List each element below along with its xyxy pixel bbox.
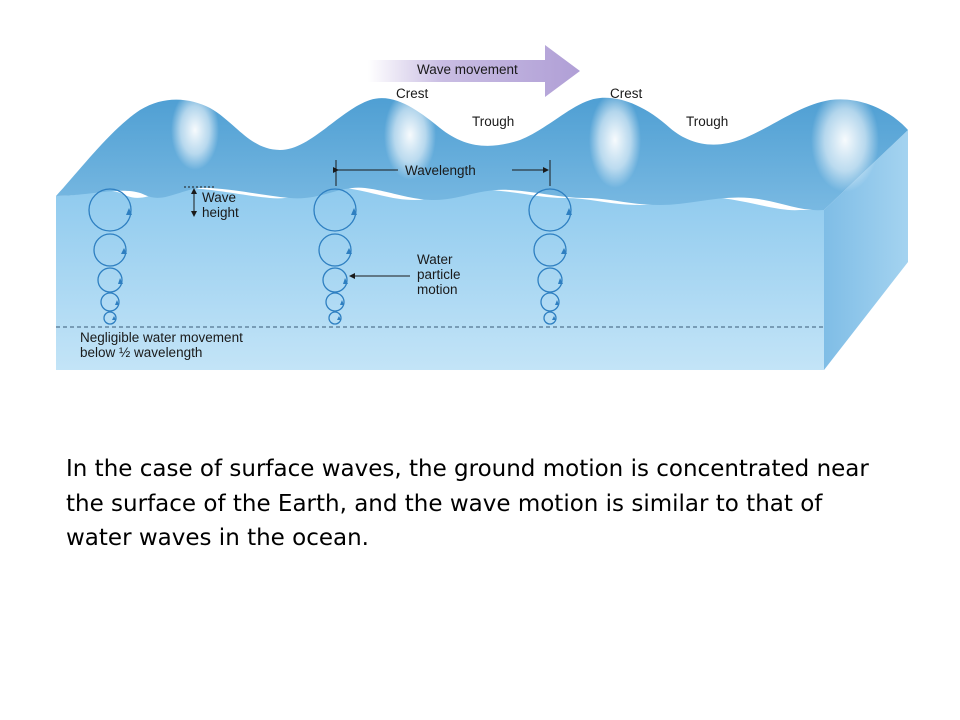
- wave-foam: [171, 88, 879, 192]
- negligible-label-2: below ½ wavelength: [80, 345, 202, 360]
- wave-diagram: Wave movement: [56, 45, 908, 370]
- orbit-arrowheads: [112, 208, 572, 320]
- orbit-column-3: [528, 188, 572, 325]
- wave-movement-label: Wave movement: [417, 62, 518, 77]
- particle-label-2: particle: [417, 267, 461, 282]
- crest-label-1: Crest: [396, 86, 429, 101]
- wavelength-label: Wavelength: [405, 163, 476, 178]
- wave-surface: [56, 97, 908, 211]
- wave-height-label-1: Wave: [202, 190, 236, 205]
- trough-label-2: Trough: [686, 114, 728, 129]
- water-front-face: [56, 187, 824, 370]
- trough-label-1: Trough: [472, 114, 514, 129]
- caption-text: In the case of surface waves, the ground…: [66, 456, 869, 551]
- wave-height-label-2: height: [202, 205, 239, 220]
- orbit-column-2: [313, 188, 357, 325]
- orbit-column-1: [88, 188, 132, 325]
- particle-label-1: Water: [417, 252, 453, 267]
- particle-label-3: motion: [417, 282, 458, 297]
- wavelength-dimension: [333, 160, 551, 186]
- wave-movement-arrow: Wave movement: [368, 45, 580, 97]
- crest-label-2: Crest: [610, 86, 643, 101]
- wave-height-dimension: [184, 186, 214, 217]
- negligible-label-1: Negligible water movement: [80, 330, 243, 345]
